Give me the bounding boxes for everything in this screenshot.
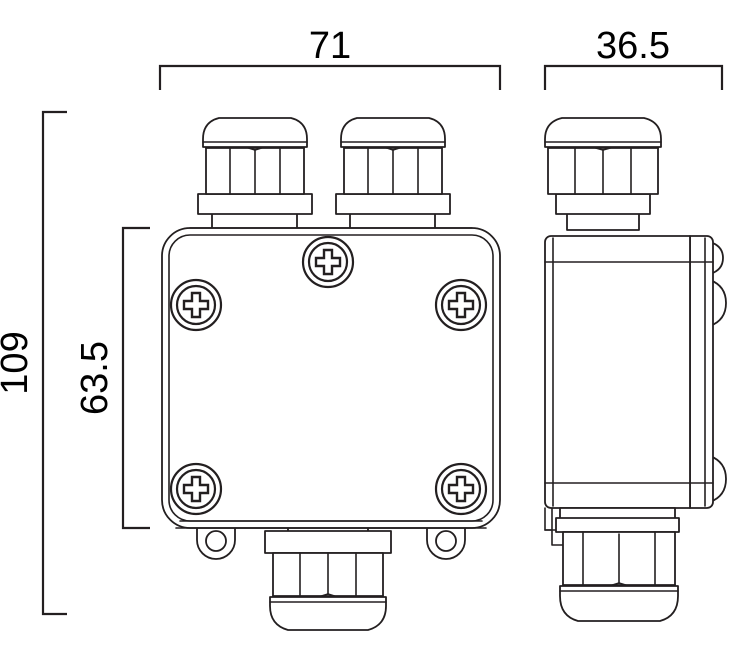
- cable-gland-top-left: [197, 117, 313, 231]
- side-flange-outer: [689, 235, 714, 509]
- gland-flange-top-left: [197, 193, 313, 215]
- dimension-bracket-71: [158, 64, 502, 90]
- screw-cross-bottom-left: [182, 475, 210, 503]
- dimension-label-71: 71: [309, 25, 351, 67]
- enclosure-outline-front: [161, 227, 501, 529]
- gland-flange-bottom: [264, 530, 392, 554]
- screw-bottom-right: [434, 462, 488, 516]
- side-gland-neck-top: [566, 212, 640, 231]
- side-view: [544, 117, 727, 622]
- enclosure-side-base-step-b: [551, 507, 566, 546]
- side-gland-dome-cap-bottom: [559, 585, 679, 622]
- side-gland-flange-bottom: [555, 517, 680, 533]
- side-cable-gland-bottom: [555, 507, 680, 622]
- enclosure-body-side: [544, 235, 714, 546]
- dimension-width-71: 71: [158, 25, 502, 90]
- dimension-label-63-5: 63.5: [74, 341, 116, 415]
- side-gland-dome-cap-top: [544, 117, 662, 148]
- screw-top-center: [301, 235, 355, 289]
- side-flange-block: [689, 235, 714, 509]
- cable-gland-top-right: [335, 117, 451, 231]
- front-view: [161, 117, 501, 631]
- screw-bottom-left: [169, 462, 223, 516]
- screw-cross-bottom-right: [447, 475, 475, 503]
- gland-dome-cap-top-right: [340, 117, 446, 148]
- side-cable-gland-top: [544, 117, 662, 231]
- dimension-bracket-63-5: [121, 226, 150, 530]
- cable-gland-bottom: [264, 520, 392, 631]
- mounting-hole-left: [205, 530, 227, 552]
- enclosure-body-front: [161, 227, 501, 529]
- screw-cross-top-center: [314, 248, 342, 276]
- side-ear-tab-lower: [709, 455, 727, 503]
- dimension-bracket-36-5: [543, 64, 724, 90]
- dimension-depth-36-5: 36.5: [543, 25, 724, 90]
- enclosure-outline-side: [544, 235, 691, 509]
- screw-cross-top-right: [447, 291, 475, 319]
- dimension-label-109: 109: [0, 331, 36, 394]
- screw-top-left: [169, 278, 223, 332]
- gland-flange-top-right: [335, 193, 451, 215]
- dimension-height-109: 109: [0, 110, 67, 616]
- screw-top-right: [434, 278, 488, 332]
- dimension-bracket-109: [41, 110, 67, 616]
- dimension-label-36-5: 36.5: [596, 25, 670, 67]
- enclosure-lid-lip-front: [168, 234, 494, 522]
- mounting-hole-right: [435, 530, 457, 552]
- gland-dome-cap-bottom: [269, 596, 387, 631]
- gland-dome-cap-top-left: [202, 117, 308, 148]
- screw-cross-top-left: [182, 291, 210, 319]
- side-ear-tab-mid: [709, 279, 727, 327]
- side-gland-flange-top: [555, 193, 651, 215]
- dimension-height-63-5: 63.5: [74, 226, 150, 530]
